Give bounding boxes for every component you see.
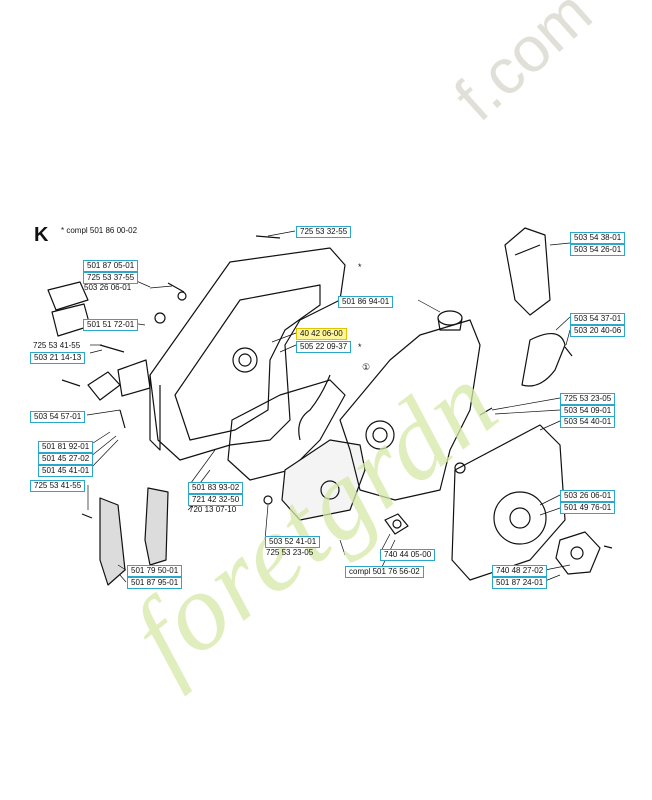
callout-label: 501 45 41-01 bbox=[38, 465, 94, 477]
callout-label: 720 13 07-10 bbox=[189, 505, 237, 514]
bracket-part bbox=[117, 359, 151, 397]
callout-label: 501 87 05-01 bbox=[83, 260, 139, 272]
starter-drum-outer bbox=[493, 491, 547, 545]
callout-label: 503 54 57-01 bbox=[30, 411, 86, 423]
crankcase-left-part bbox=[149, 247, 346, 461]
bearing-right-inner bbox=[372, 427, 388, 443]
callout-label: 501 51 72-01 bbox=[83, 319, 139, 331]
callout-label: 503 54 40-01 bbox=[560, 416, 616, 428]
callout-label: 501 49 76-01 bbox=[560, 502, 616, 514]
plate-part bbox=[47, 281, 89, 311]
callout-label: 503 54 37-01 bbox=[570, 313, 626, 325]
bearing-left-inner bbox=[238, 353, 252, 367]
callout-label: 740 48 27-02 bbox=[492, 565, 548, 577]
star-mark: * bbox=[358, 262, 362, 272]
callout-label: 725 53 37-55 bbox=[83, 272, 139, 284]
callout-label: 505 22 09-37 bbox=[296, 341, 352, 353]
callout-label: 721 42 32-50 bbox=[188, 494, 244, 506]
callout-label: 501 83 93-02 bbox=[188, 482, 244, 494]
crankcase-right-part bbox=[339, 319, 481, 501]
starter-drum-inner bbox=[509, 507, 531, 529]
callout-label: 503 54 38-01 bbox=[570, 232, 626, 244]
gasket-part bbox=[227, 379, 346, 481]
callout-label: compl 501 76 56-02 bbox=[345, 566, 424, 578]
guard-part bbox=[99, 497, 126, 586]
section-letter: K bbox=[34, 224, 49, 246]
bearing-left bbox=[232, 347, 258, 373]
callout-label: 40 42 06-00 bbox=[296, 328, 347, 340]
callout-label: 725 53 41-55 bbox=[30, 480, 86, 492]
callout-label: 503 21 14-13 bbox=[30, 352, 86, 364]
callout-label: 503 52 41-01 bbox=[265, 536, 321, 548]
callout-label: 501 87 95-01 bbox=[127, 577, 183, 589]
crankcase-left-inner bbox=[174, 284, 321, 441]
tank-part bbox=[281, 439, 366, 521]
bearing-right bbox=[365, 420, 395, 450]
circled-one-mark: ① bbox=[362, 362, 371, 372]
callout-label: 725 53 23-05 bbox=[560, 393, 616, 405]
callout-label: 501 79 50-01 bbox=[127, 565, 183, 577]
callout-label: 501 45 27-02 bbox=[38, 453, 94, 465]
callout-label: 501 86 94-01 bbox=[338, 296, 394, 308]
left-flange bbox=[149, 375, 161, 451]
callout-label: 503 20 40-06 bbox=[570, 325, 626, 337]
callout-label: 503 54 26-01 bbox=[570, 244, 626, 256]
air-duct-part bbox=[504, 227, 551, 316]
clamp-part bbox=[87, 371, 121, 401]
compl-note: * compl 501 86 00-02 bbox=[61, 226, 138, 235]
callout-label: 725 53 23-05 bbox=[266, 548, 314, 557]
top-cap bbox=[437, 310, 463, 326]
callout-label: 503 26 06-01 bbox=[84, 283, 132, 292]
star-mark: * bbox=[358, 342, 362, 352]
callout-label: 725 53 41-55 bbox=[33, 341, 81, 350]
callout-label: 501 87 24-01 bbox=[492, 577, 548, 589]
callout-label: 501 81 92-01 bbox=[38, 441, 94, 453]
callout-label: 503 26 06-01 bbox=[560, 490, 616, 502]
pulley-part bbox=[555, 531, 601, 575]
tank-cap bbox=[320, 480, 340, 500]
shield-part bbox=[521, 333, 566, 387]
callout-label: 740 44 05-00 bbox=[380, 549, 436, 561]
guard-part-b bbox=[144, 487, 169, 566]
callout-label: 725 53 32-55 bbox=[296, 226, 352, 238]
